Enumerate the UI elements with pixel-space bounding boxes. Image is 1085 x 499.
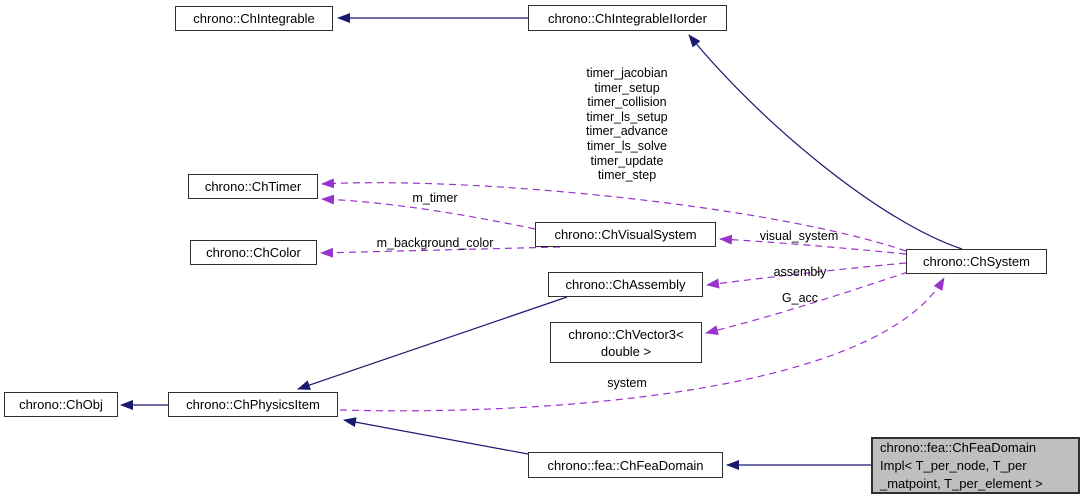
node-chintegrableiiorder[interactable]: chrono::ChIntegrableIIorder xyxy=(528,5,727,31)
edge-usage-visualsystem-to-chtimer-mtimer xyxy=(321,194,536,230)
edge-label-visual-system: visual_system xyxy=(759,229,839,243)
edge-label-system: system xyxy=(607,376,647,390)
edge-usage-chsystem-to-vector3-gacc xyxy=(705,271,909,335)
edge-usage-chsystem-to-assembly xyxy=(706,262,907,289)
node-chobj[interactable]: chrono::ChObj xyxy=(4,392,118,417)
edge-inherit-feadomain-to-physicsitem xyxy=(343,417,529,455)
node-chfeadomainimpl-current: chrono::fea::ChFeaDomain Impl< T_per_nod… xyxy=(871,437,1080,494)
edge-label-g-acc: G_acc xyxy=(781,291,819,305)
node-chintegrable[interactable]: chrono::ChIntegrable xyxy=(175,6,333,31)
edge-usage-visualsystem-to-chcolor-background xyxy=(320,246,561,258)
edge-label-timer-members: timer_jacobian timer_setup timer_collisi… xyxy=(586,66,668,183)
node-chtimer[interactable]: chrono::ChTimer xyxy=(188,174,318,199)
edge-inherit-assembly-to-physicsitem xyxy=(297,296,568,390)
edge-label-m-timer: m_timer xyxy=(412,191,458,205)
node-chvisualsystem[interactable]: chrono::ChVisualSystem xyxy=(535,222,716,247)
edge-inherit-chsystem-to-integrableiiorder xyxy=(688,34,963,250)
node-chassembly[interactable]: chrono::ChAssembly xyxy=(548,272,703,297)
edge-label-m-background-color: m_background_color xyxy=(376,236,494,250)
edge-usage-chsystem-to-chtimer-timers xyxy=(321,178,907,252)
edge-usage-physicsitem-to-chsystem-system xyxy=(339,277,945,412)
node-chfeadomain[interactable]: chrono::fea::ChFeaDomain xyxy=(528,452,723,478)
edge-label-assembly: assembly xyxy=(773,265,827,279)
node-chsystem[interactable]: chrono::ChSystem xyxy=(906,249,1047,274)
node-chvector3[interactable]: chrono::ChVector3< double > xyxy=(550,322,702,363)
node-chcolor[interactable]: chrono::ChColor xyxy=(190,240,317,265)
node-chphysicsitem[interactable]: chrono::ChPhysicsItem xyxy=(168,392,338,417)
